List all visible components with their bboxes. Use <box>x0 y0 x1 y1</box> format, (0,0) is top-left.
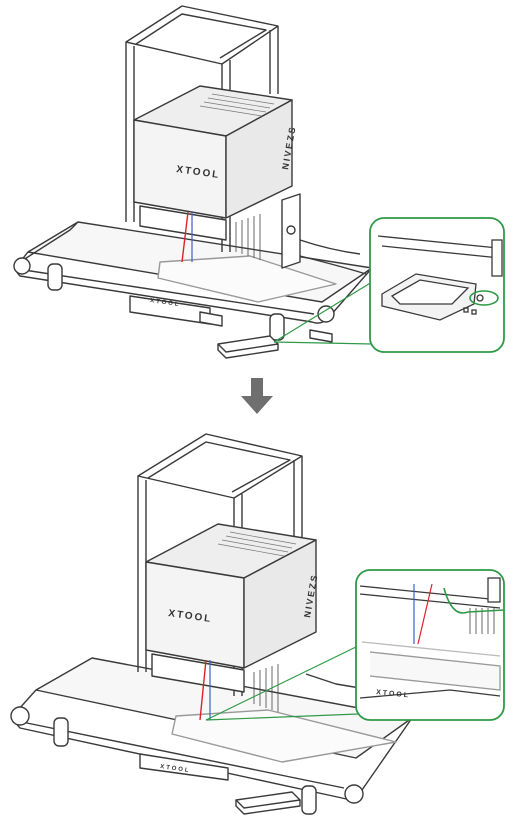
laser-machine <box>145 523 373 712</box>
zoom-highlight-curve <box>443 587 505 614</box>
laser-red-line <box>181 211 189 263</box>
step-2-illustration: XTOOL XTOOL NIVEZS XTOOL <box>0 428 514 835</box>
machine-with-panel-drawing: XTOOL XTOOL NIVEZS <box>13 5 505 359</box>
zoom-callout-panel <box>369 217 505 353</box>
down-arrow-icon <box>239 376 275 416</box>
conveyor-brand: XTOOL <box>150 298 181 308</box>
zoom-callout-panel <box>355 569 505 721</box>
callout-lines <box>205 645 359 721</box>
laser-red-line <box>199 659 207 721</box>
laser-machine <box>133 85 367 275</box>
conveyor-brand: XTOOL <box>160 764 191 774</box>
zoom-brand: XTOOL <box>376 689 411 700</box>
control-panel-small <box>217 335 279 353</box>
zoom-laser-red <box>417 583 433 645</box>
machine-with-zoom-drawing: XTOOL XTOOL NIVEZS XTOOL <box>10 433 505 815</box>
step-1-illustration: XTOOL XTOOL NIVEZS <box>0 0 514 362</box>
workpiece-board <box>171 709 397 763</box>
callout-lines <box>273 281 373 345</box>
workpiece-board <box>157 255 337 303</box>
highlight-ring <box>469 290 499 306</box>
